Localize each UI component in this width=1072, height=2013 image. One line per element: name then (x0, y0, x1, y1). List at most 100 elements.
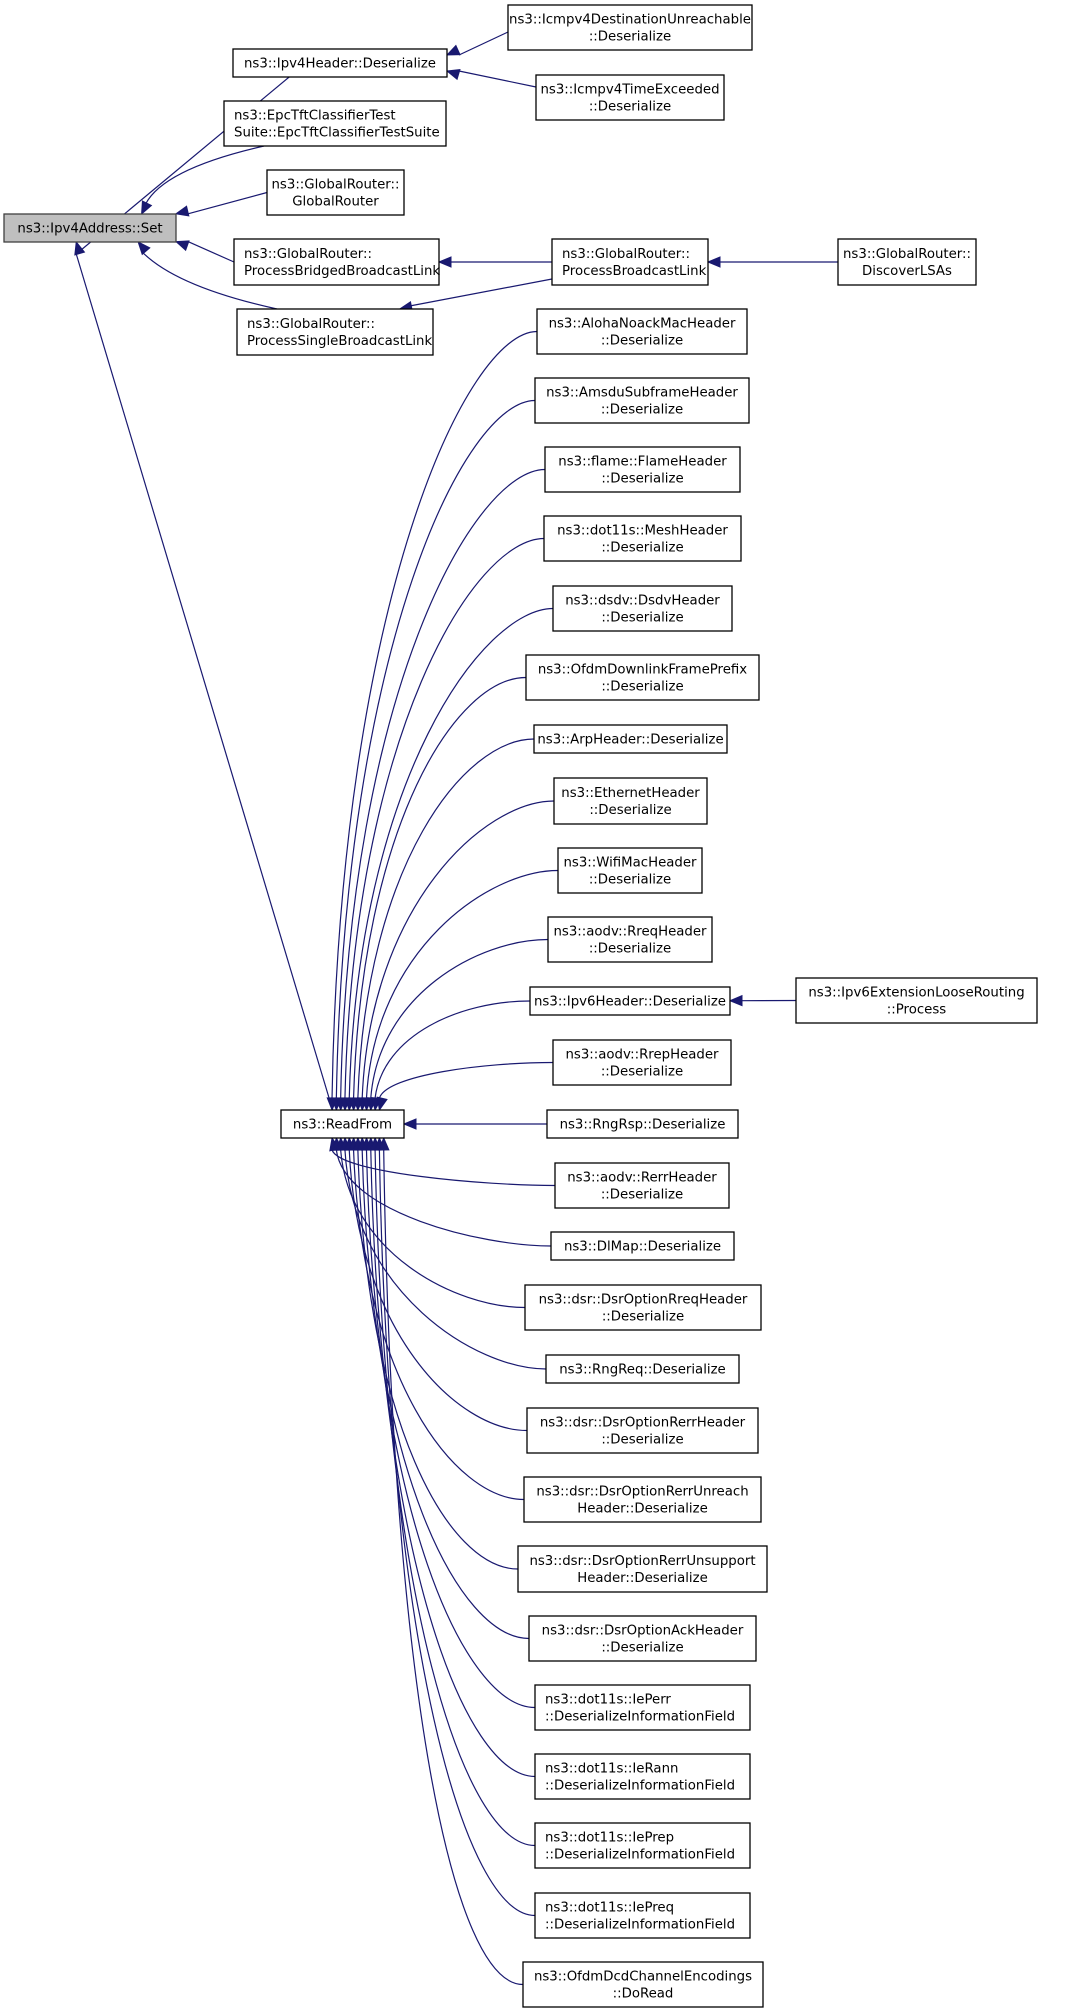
node-label: ns3::Ipv4Header::Deserialize (244, 57, 436, 72)
node-box (522, 1961, 764, 2008)
node-dsdv[interactable]: ns3::dsdv::DsdvHeader::Deserialize (552, 585, 733, 632)
node-dsrrerr[interactable]: ns3::dsr::DsrOptionRerrHeader::Deseriali… (526, 1407, 759, 1454)
node-label: ProcessBroadcastLink (562, 264, 707, 279)
node-label: ns3::OfdmDcdChannelEncodings (534, 1970, 752, 1985)
node-label: DiscoverLSAs (862, 264, 952, 279)
edge-amsdu-to-readfrom (330, 399, 536, 1112)
node-label: ::Deserialize (602, 1310, 684, 1325)
node-box (546, 1109, 739, 1139)
node-ipv4h[interactable]: ns3::Ipv4Header::Deserialize (232, 48, 448, 78)
node-label: ns3::WifiMacHeader (563, 856, 697, 871)
edge-ipv6h-to-readfrom (370, 1000, 531, 1112)
edge-iepreq-to-readfrom (373, 1136, 536, 1917)
node-dsrrreq[interactable]: ns3::dsr::DsrOptionRreqHeader::Deseriali… (524, 1284, 762, 1331)
node-ieprep[interactable]: ns3::dot11s::IePrep::DeserializeInformat… (534, 1822, 751, 1869)
node-box (3, 213, 177, 243)
edge-line (352, 1149, 525, 1501)
node-ierann[interactable]: ns3::dot11s::IeRann::DeserializeInformat… (534, 1753, 751, 1800)
node-label: ns3::dsdv::DsdvHeader (565, 594, 720, 609)
node-box (266, 169, 405, 216)
edge-dsrrreq-to-readfrom (335, 1136, 526, 1309)
node-grpbl[interactable]: ns3::GlobalRouter::ProcessBroadcastLink (551, 238, 709, 286)
node-grpbbl[interactable]: ns3::GlobalRouter::ProcessBridgedBroadca… (233, 238, 440, 286)
node-box (525, 654, 760, 701)
node-readfrom[interactable]: ns3::ReadFrom (280, 1109, 405, 1139)
node-wifi[interactable]: ns3::WifiMacHeader::Deserialize (557, 847, 703, 894)
node-label: ns3::AmsduSubframeHeader (546, 386, 738, 401)
node-grdl[interactable]: ns3::GlobalRouter::DiscoverLSAs (837, 238, 977, 286)
node-ipv6lr[interactable]: ns3::Ipv6ExtensionLooseRouting::Process (795, 977, 1038, 1024)
node-flame[interactable]: ns3::flame::FlameHeader::Deserialize (544, 446, 741, 493)
node-aloha[interactable]: ns3::AlohaNoackMacHeader::Deserialize (536, 308, 748, 355)
edge-ofdmdl-to-readfrom (348, 676, 527, 1112)
node-label: ns3::EpcTftClassifierTest (234, 109, 396, 124)
edge-line (335, 399, 536, 1099)
edge-line (458, 31, 509, 56)
edge-line (365, 869, 559, 1099)
node-dsrack[interactable]: ns3::dsr::DsrOptionAckHeader::Deserializ… (528, 1615, 757, 1662)
node-mesh[interactable]: ns3::dot11s::MeshHeader::Deserialize (543, 515, 742, 562)
edge-line (374, 1000, 531, 1099)
node-label: GlobalRouter (292, 195, 379, 210)
edge-line (187, 191, 268, 215)
arrowhead-icon (445, 44, 461, 56)
arrowhead-icon (728, 994, 743, 1007)
node-set: ns3::Ipv4Address::Set (3, 213, 177, 243)
edges-layer (74, 31, 838, 1986)
node-dsrunreach[interactable]: ns3::dsr::DsrOptionRerrUnreachHeader::De… (523, 1476, 762, 1523)
edge-line (187, 241, 235, 263)
node-ofdmdl[interactable]: ns3::OfdmDownlinkFramePrefix::Deserializ… (525, 654, 760, 701)
arrowhead-icon (74, 240, 86, 256)
edge-rngrsp-to-readfrom (402, 1118, 547, 1130)
node-label: ns3::dot11s::IePrep (545, 1831, 674, 1846)
node-label: ns3::Ipv6Header::Deserialize (534, 995, 726, 1010)
node-icmpte[interactable]: ns3::Icmpv4TimeExceeded::Deserialize (535, 74, 725, 121)
node-label: ns3::dot11s::IePreq (545, 1901, 674, 1916)
edge-grgr-to-set (174, 191, 268, 217)
node-label: Header::Deserialize (577, 1571, 708, 1586)
node-label: ::Deserialize (601, 1188, 683, 1203)
node-icmpdu[interactable]: ns3::Icmpv4DestinationUnreachable::Deser… (507, 4, 753, 51)
node-rrep[interactable]: ns3::aodv::RrepHeader::Deserialize (552, 1039, 732, 1086)
node-box (554, 1162, 730, 1209)
node-label: ::Deserialize (601, 680, 683, 695)
node-rerr[interactable]: ns3::aodv::RerrHeader::Deserialize (554, 1162, 730, 1209)
node-dsrunsupp[interactable]: ns3::dsr::DsrOptionRerrUnsupportHeader::… (517, 1545, 768, 1593)
arrowhead-icon (376, 1096, 388, 1112)
arrowhead-icon (174, 240, 190, 252)
node-amsdu[interactable]: ns3::AmsduSubframeHeader::Deserialize (534, 377, 750, 424)
node-box (232, 48, 448, 78)
node-ieperr[interactable]: ns3::dot11s::IePerr::DeserializeInformat… (534, 1684, 751, 1731)
edge-line (370, 938, 549, 1099)
node-box (524, 1284, 762, 1331)
node-box (528, 1615, 757, 1662)
node-grpsbl[interactable]: ns3::GlobalRouter::ProcessSingleBroadcas… (236, 308, 434, 356)
node-eth[interactable]: ns3::EthernetHeader::Deserialize (553, 777, 708, 825)
node-rreq[interactable]: ns3::aodv::RreqHeader::Deserialize (547, 916, 713, 963)
node-label: ns3::ArpHeader::Deserialize (537, 733, 723, 748)
node-box (529, 986, 731, 1016)
node-dlmap[interactable]: ns3::DlMap::Deserialize (550, 1231, 735, 1261)
node-label: ns3::Icmpv4DestinationUnreachable (509, 13, 751, 28)
node-label: ns3::GlobalRouter:: (272, 178, 400, 193)
node-box (233, 238, 440, 286)
edge-ipv6lr-to-ipv6h (728, 994, 797, 1007)
node-box (552, 1039, 732, 1086)
node-box (552, 585, 733, 632)
node-arp[interactable]: ns3::ArpHeader::Deserialize (533, 724, 728, 754)
node-epctft[interactable]: ns3::EpcTftClassifierTestSuite::EpcTftCl… (223, 100, 447, 147)
node-label: ns3::DlMap::Deserialize (564, 1240, 721, 1255)
node-label: ns3::RngRsp::Deserialize (560, 1118, 726, 1133)
node-rngreq[interactable]: ns3::RngReq::Deserialize (545, 1354, 740, 1384)
node-ipv6h[interactable]: ns3::Ipv6Header::Deserialize (529, 986, 731, 1016)
edge-grpbbl-to-set (174, 240, 235, 263)
node-ofdmdcd[interactable]: ns3::OfdmDcdChannelEncodings::DoRead (522, 1961, 764, 2008)
arrowhead-icon (378, 1136, 390, 1151)
node-iepreq[interactable]: ns3::dot11s::IePreq::DeserializeInformat… (534, 1892, 751, 1939)
node-grgr[interactable]: ns3::GlobalRouter::GlobalRouter (266, 169, 405, 216)
node-label: ns3::dsr::DsrOptionRerrUnsupport (529, 1554, 755, 1569)
edge-line (378, 1149, 536, 1917)
node-rngrsp[interactable]: ns3::RngRsp::Deserialize (546, 1109, 739, 1139)
node-label: ns3::GlobalRouter:: (562, 247, 690, 262)
edge-grdl-to-grpbl (706, 256, 838, 268)
